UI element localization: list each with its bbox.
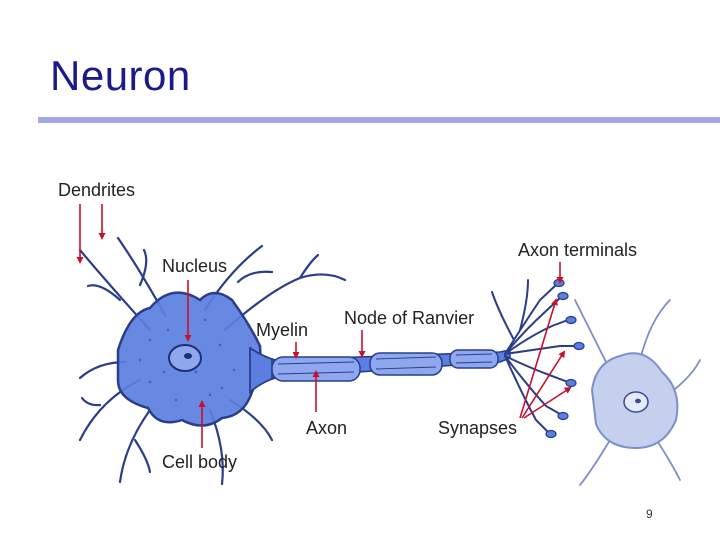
axon-terminal-branches bbox=[491, 279, 577, 433]
nucleolus bbox=[184, 353, 192, 359]
label-nucleus: Nucleus bbox=[162, 256, 227, 276]
nucleus bbox=[168, 344, 202, 372]
label-synapses: Synapses bbox=[438, 418, 517, 438]
label-cell-body: Cell body bbox=[162, 452, 237, 472]
label-myelin: Myelin bbox=[256, 320, 308, 340]
cell-body-stipple bbox=[138, 318, 236, 402]
slide-title: Neuron bbox=[50, 52, 191, 99]
title-divider bbox=[38, 117, 720, 123]
terminal-buttons bbox=[545, 278, 585, 439]
label-axon: Axon bbox=[306, 418, 347, 438]
label-arrows bbox=[76, 204, 572, 448]
myelin-lines bbox=[277, 353, 493, 375]
label-node-of-ranvier: Node of Ranvier bbox=[344, 308, 474, 328]
label-dendrites: Dendrites bbox=[58, 180, 135, 200]
page-number: 9 bbox=[646, 507, 653, 521]
second-cell-nucleolus bbox=[635, 398, 641, 404]
label-axon-terminals: Axon terminals bbox=[518, 240, 637, 260]
